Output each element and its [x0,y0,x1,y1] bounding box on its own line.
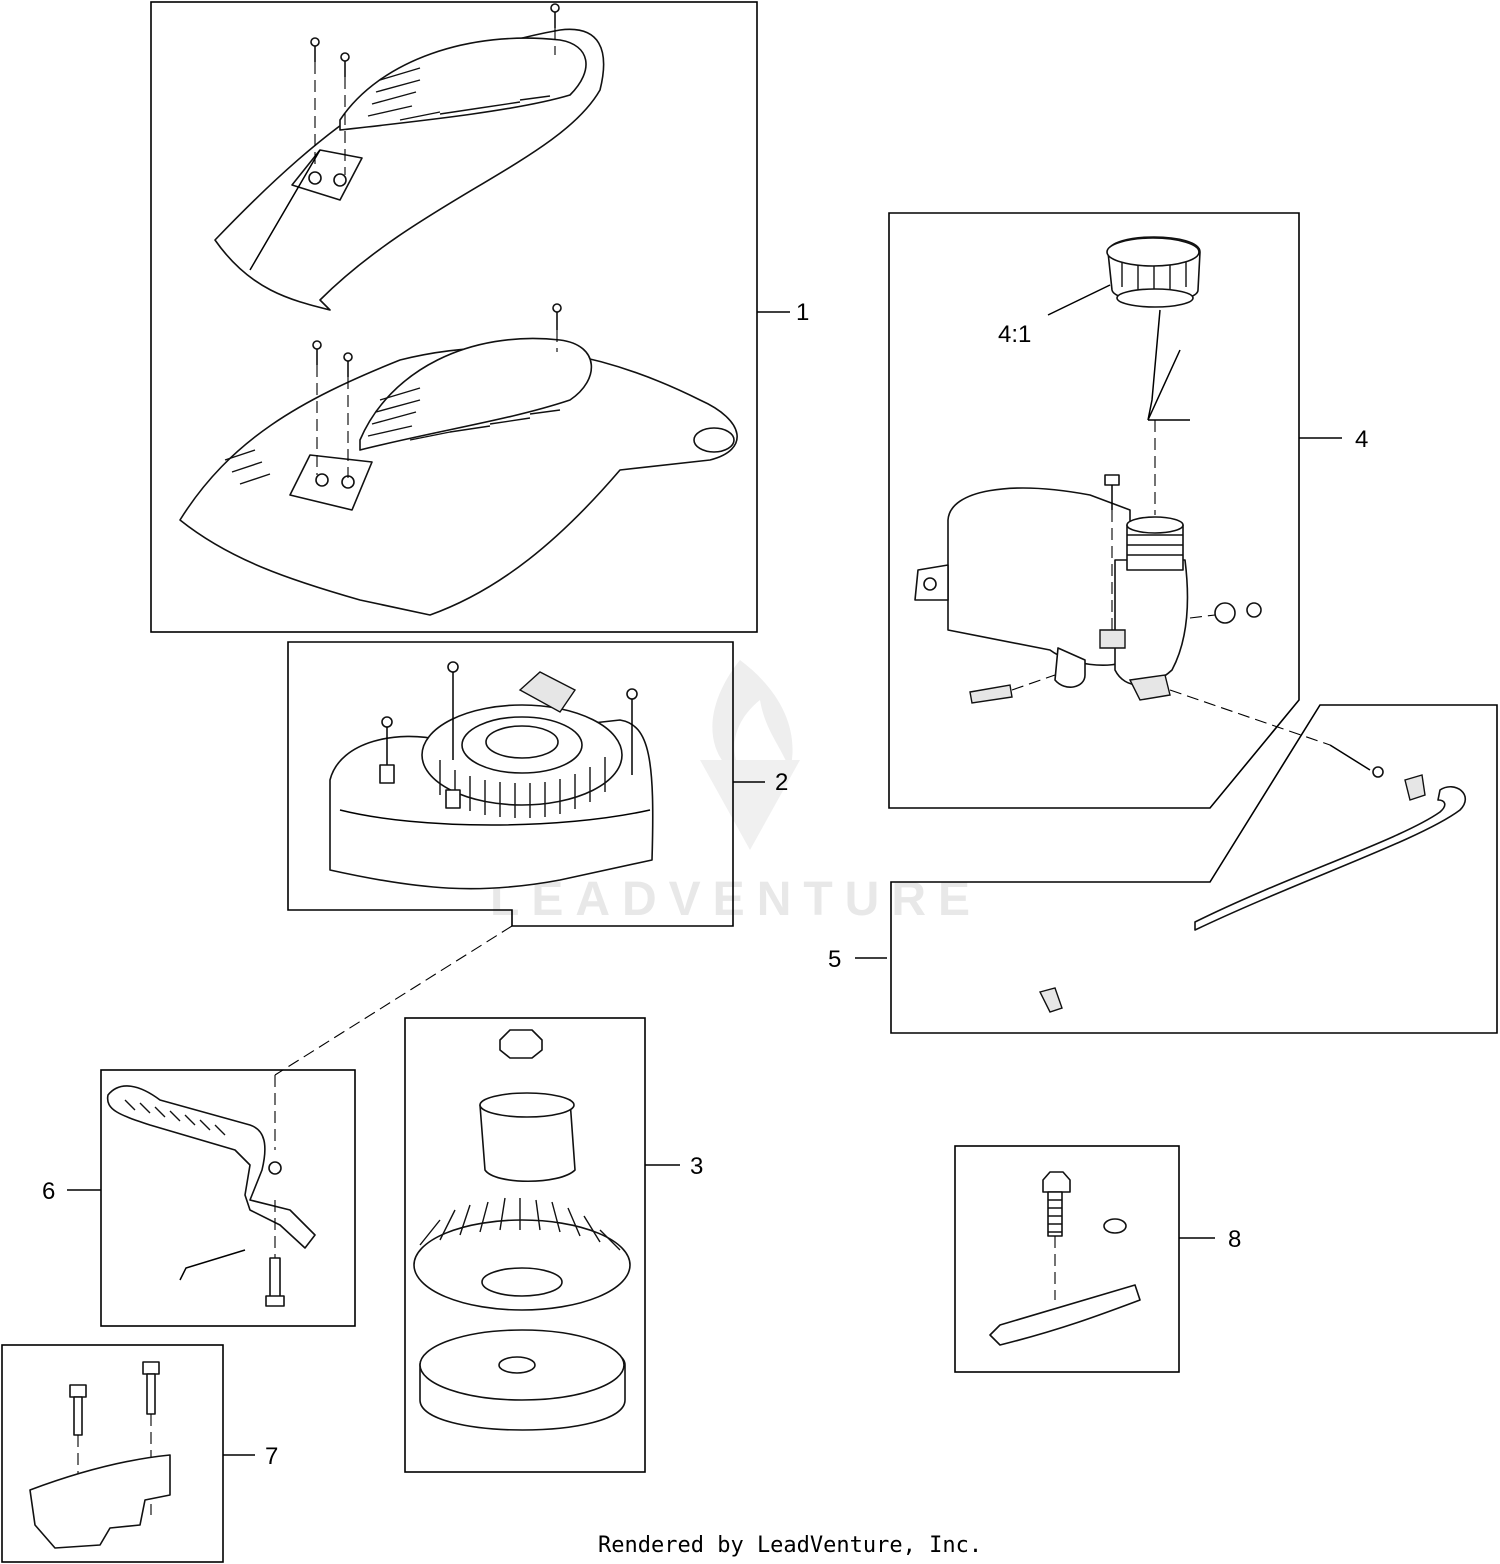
group-7-frame [1,1344,224,1563]
handle-bracket-grip [124,1099,226,1136]
upper-mount-hole-right [333,173,347,187]
group-5-frame [890,704,1498,1034]
fuel-tank-outlet [1128,674,1171,701]
lower-shroud-vent-slots [367,387,561,441]
fuel-line-clamp-top [1404,774,1426,801]
handle-bracket [106,1085,316,1249]
group-8-frame [954,1145,1180,1373]
callout-4: 4 [1355,426,1368,453]
upper-mount-hole-left [308,171,322,185]
flywheel-hub [481,1267,563,1297]
group-4-frame [888,212,1300,809]
starter-handle-top [518,671,577,713]
upper-shroud-vent-panel [339,37,587,131]
starter-screws [379,661,638,809]
guard-bolt [1042,1171,1071,1300]
upper-screws [310,3,560,175]
upper-shroud-vent-slots [367,67,551,121]
group-5-fuel-line: 5 [828,689,1498,1034]
flywheel-disc-center [498,1356,536,1374]
group-6-handle-bracket: 6 [42,1069,356,1327]
guard-plate [989,1284,1141,1346]
fuel-line-pin [1329,744,1371,771]
callout-8: 8 [1228,1226,1241,1253]
guard-washer [1103,1218,1127,1234]
fuel-tank-grommet [1099,629,1126,649]
group-8-guard: 8 [954,1145,1241,1373]
flywheel-fan-blades [419,1197,621,1251]
group-3-frame [404,1017,646,1473]
starter-pulley-fins [439,757,606,818]
lower-shroud-vent-panel [359,337,593,451]
lower-mount-hole-left [315,473,329,487]
starter-to-handle-dash [274,925,513,1076]
lower-shroud-mount-plate [289,454,373,511]
group-2-recoil-starter: 2 [274,641,788,1076]
fuel-cap-tether [1147,309,1190,421]
fuel-tank-hardware [969,474,1262,704]
group-1-frame [150,1,758,633]
lower-shroud-filler-ring [693,427,735,453]
group-3-flywheel: 3 [404,1017,703,1473]
lower-screws [312,303,562,478]
callout-3: 3 [690,1153,703,1180]
watermark-text: LEADVENTURE [490,873,982,926]
fuel-line-dash [1169,689,1331,746]
callout-6: 6 [42,1178,55,1205]
upper-shroud-mount-plate [291,149,363,201]
fuel-cap-top [1106,237,1200,267]
callout-4-1-leader [1047,284,1111,316]
flywheel-nut [499,1029,543,1059]
watermark: LEADVENTURE [490,660,982,926]
fuel-cap-gasket [1116,288,1194,308]
fuel-tank-bottom-tab [1054,647,1086,688]
group-4-fuel-tank: 4:1 4 [888,212,1368,809]
fuel-hose [1194,785,1467,931]
fuel-line-pin-washer [1372,766,1384,778]
callout-1: 1 [796,299,809,326]
heat-shield-plate [29,1454,171,1549]
callout-2: 2 [775,769,788,796]
starter-pulley-center [485,725,559,759]
callout-4-1: 4:1 [998,321,1031,348]
handle-bracket-washer [268,1161,282,1175]
fuel-tank-neck-housing [1114,559,1189,686]
group-1-engine-covers: 1 [150,1,809,633]
flywheel-fan [413,1219,631,1311]
flywheel-cup-rim [479,1092,575,1118]
fuel-line-clip [1038,987,1063,1013]
lower-shroud-cover [179,347,738,616]
starter-housing-edge [339,809,651,826]
handle-bracket-bolt [265,1200,285,1307]
fuel-tank-filler-opening [1126,516,1184,534]
group-7-heat-shield: 7 [1,1344,278,1563]
footer-credit: Rendered by LeadVenture, Inc. [598,1533,982,1558]
upper-shroud-seam [249,149,321,271]
flywheel-cup [479,1099,576,1182]
callout-5: 5 [828,946,841,973]
group-6-frame [100,1069,356,1327]
handle-link-rod [179,1249,246,1281]
lower-shroud-side-vents [224,449,271,485]
fuel-tank-neck-threads [1127,534,1183,556]
callout-7: 7 [265,1443,278,1470]
fuel-tank-mount-hole [923,577,937,591]
fuel-cap-grip [1121,262,1187,292]
